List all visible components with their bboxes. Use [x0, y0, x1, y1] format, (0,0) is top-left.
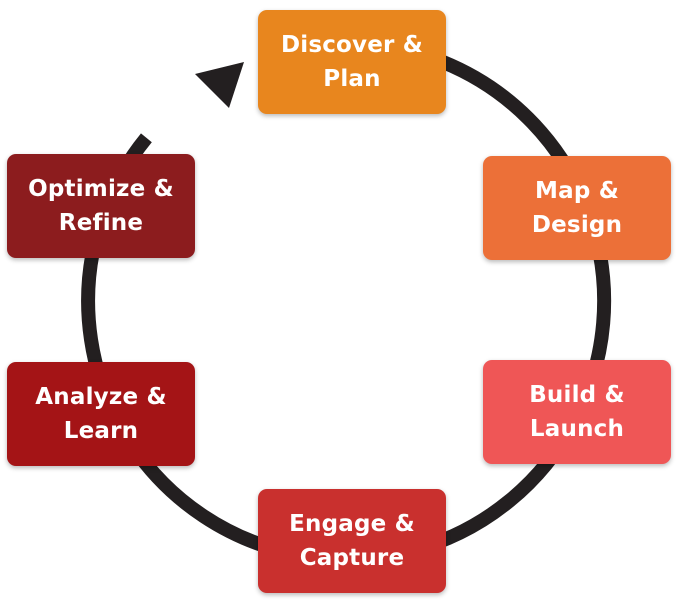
cycle-ring	[81, 55, 612, 567]
stage-map-design: Map & Design	[483, 156, 671, 260]
stage-label-discover-plan: Discover & Plan	[280, 32, 424, 92]
stage-analyze-learn: Analyze & Learn	[7, 362, 195, 466]
stage-optimize-refine: Optimize & Refine	[7, 154, 195, 258]
stage-discover-plan: Discover & Plan	[258, 10, 446, 114]
stage-label-analyze-learn: Analyze & Learn	[35, 384, 167, 444]
stage-label-map-design: Map & Design	[531, 178, 623, 238]
stage-label-build-launch: Build & Launch	[529, 382, 625, 442]
cycle-arrowhead-icon	[195, 62, 244, 108]
stage-label-engage-capture: Engage & Capture	[289, 511, 415, 571]
stage-engage-capture: Engage & Capture	[258, 489, 446, 593]
stage-build-launch: Build & Launch	[483, 360, 671, 464]
stage-label-optimize-refine: Optimize & Refine	[28, 176, 174, 236]
